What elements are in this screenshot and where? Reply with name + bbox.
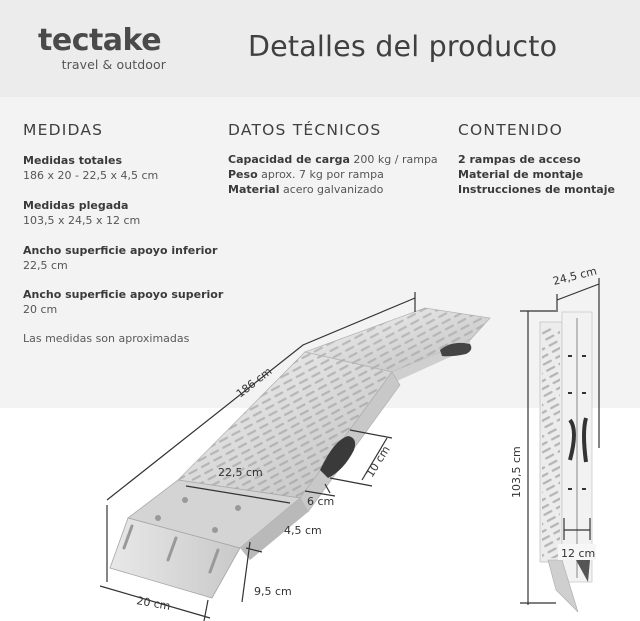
dim-lip-length: 9,5 cm <box>254 585 292 598</box>
dimension-lines <box>99 292 416 621</box>
spec-item: Material acero galvanizado <box>228 182 383 197</box>
spec-value: aprox. 7 kg por rampa <box>261 168 384 181</box>
spec-label: Capacidad de carga <box>228 153 350 166</box>
ramp-lip <box>109 517 241 599</box>
dim-width-upper: 20 cm <box>135 594 171 613</box>
medida-value: 186 x 20 - 22,5 x 4,5 cm <box>23 169 159 182</box>
folded-dimension-lines <box>520 278 600 605</box>
content-item: Material de montaje <box>458 168 584 181</box>
medida-item: Ancho superficie apoyo superior 20 cm <box>23 287 223 317</box>
spec-label: Material <box>228 183 280 196</box>
medida-label: Medidas totales <box>23 154 122 167</box>
dim-handle-length: 10 cm <box>364 444 393 480</box>
page-title: Detalles del producto <box>248 30 558 63</box>
measurements-note: Las medidas son aproximadas <box>23 332 190 345</box>
spec-item: Capacidad de carga 200 kg / rampa <box>228 152 438 167</box>
spec-value: acero galvanizado <box>282 183 384 196</box>
lower-handle <box>320 436 356 478</box>
section-title-medidas: MEDIDAS <box>23 121 104 139</box>
medida-item: Medidas plegada 103,5 x 24,5 x 12 cm <box>23 198 140 228</box>
brand-name: tectake <box>38 23 162 58</box>
header-band <box>0 0 640 97</box>
section-title-contenido: CONTENIDO <box>458 121 563 139</box>
brand-tagline: travel & outdoor <box>61 57 166 72</box>
medida-label: Medidas plegada <box>23 199 129 212</box>
dim-height: 4,5 cm <box>284 524 322 537</box>
folded-depth-label-bg <box>558 544 596 560</box>
content-item: Instrucciones de montaje <box>458 183 615 196</box>
medida-label: Ancho superficie apoyo inferior <box>23 244 218 257</box>
medida-item: Medidas totales 186 x 20 - 22,5 x 4,5 cm <box>23 153 158 183</box>
folded-ramp <box>539 311 593 613</box>
upper-handle <box>440 342 472 357</box>
medida-value: 20 cm <box>23 303 58 316</box>
spec-label: Peso <box>228 168 258 181</box>
medida-value: 22,5 cm <box>23 259 68 272</box>
medida-item: Ancho superficie apoyo inferior 22,5 cm <box>23 243 217 273</box>
medida-value: 103,5 x 24,5 x 12 cm <box>23 214 141 227</box>
spec-value: 200 kg / rampa <box>353 153 438 166</box>
content-item: 2 rampas de acceso <box>458 153 581 166</box>
brand-logo: tectake travel & outdoor <box>38 23 168 73</box>
dim-width-lower: 22,5 cm <box>218 466 263 479</box>
dim-folded-length: 103,5 cm <box>510 446 523 498</box>
dim-handle-height: 6 cm <box>307 495 334 508</box>
folded-handle <box>568 417 588 463</box>
medida-label: Ancho superficie apoyo superior <box>23 288 224 301</box>
dim-folded-width: 24,5 cm <box>552 264 599 287</box>
spec-item: Peso aprox. 7 kg por rampa <box>228 167 384 182</box>
dim-folded-depth: 12 cm <box>561 547 595 560</box>
section-title-datos-tecnicos: DATOS TÉCNICOS <box>228 121 382 139</box>
